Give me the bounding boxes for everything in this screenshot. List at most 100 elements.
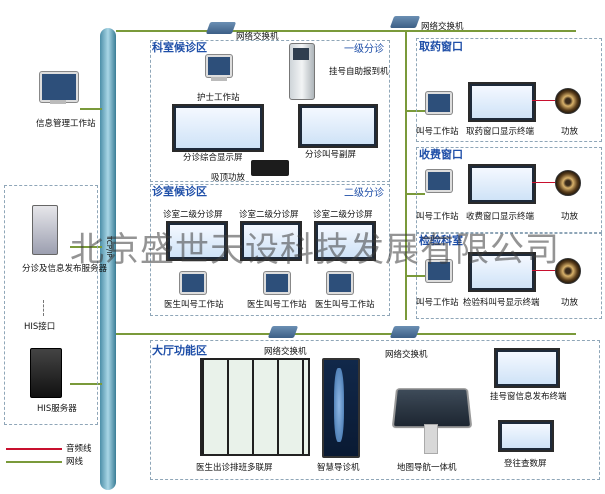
lab-terminal-label: 检验科叫号显示终端 (463, 298, 540, 308)
cashier-terminal-label: 收费窗口显示终端 (466, 212, 535, 222)
body-figure-icon (334, 368, 344, 442)
his-interface-label: HIS接口 (24, 322, 56, 332)
cashier-title: 收费窗口 (419, 148, 463, 161)
clinic-screen-label: 诊室二级分诊屏 (163, 210, 223, 220)
switch-top-right-label: 网络交换机 (421, 22, 464, 32)
network-switch-icon (205, 22, 237, 34)
audio-line (532, 182, 555, 183)
speaker-icon (555, 258, 581, 284)
server-icon (32, 205, 58, 255)
amplifier-icon (251, 160, 289, 176)
doctor-computer-icon (264, 272, 290, 294)
net-line-left-his (70, 383, 102, 385)
clinic-zone-title: 诊室候诊区 (152, 185, 207, 198)
legend-net-line (6, 461, 62, 463)
lab-computer-icon (426, 260, 452, 282)
hall-zone-title: 大厅功能区 (152, 344, 207, 357)
clinic-screen-icon (314, 221, 376, 261)
computer-icon (40, 72, 78, 102)
left-zone (4, 185, 98, 425)
doctor-station-label: 医生叫号工作站 (247, 300, 307, 310)
doctor-computer-icon (327, 272, 353, 294)
net-line-cashier (405, 193, 425, 195)
waiting-query-icon (498, 420, 554, 452)
nurse-station-label: 护士工作站 (197, 93, 240, 103)
legend-audio-line (6, 448, 62, 450)
schedule-multiscreen-icon (200, 358, 310, 456)
legend-audio-label: 音频线 (66, 444, 92, 454)
net-line-pharmacy (405, 110, 425, 112)
lab-title: 检验科室 (419, 234, 463, 247)
doctor-station-label: 医生叫号工作站 (315, 300, 375, 310)
clinic-screen-icon (240, 221, 302, 261)
pharmacy-station-label: 叫号工作站 (416, 127, 459, 137)
lab-station-label: 叫号工作站 (416, 298, 459, 308)
company-watermark: 北京盛世天设科技发展有限公司 (70, 230, 560, 270)
hall-zone (150, 340, 600, 480)
waiting-zone (150, 40, 390, 182)
pharmacy-terminal-icon (468, 82, 536, 122)
speaker-icon (555, 88, 581, 114)
pharmacy-title: 取药窗口 (419, 40, 463, 53)
computer-base-icon (211, 77, 227, 81)
computer-base-icon (50, 100, 66, 104)
cashier-amp-label: 功放 (561, 212, 579, 222)
lab-zone (416, 233, 602, 319)
his-interface-arrow (43, 300, 45, 316)
doctor-station-label: 医生叫号工作站 (164, 300, 224, 310)
cashier-zone (416, 147, 602, 233)
clinic-screen-label: 诊室二级分诊屏 (239, 210, 299, 220)
map-kiosk-stand-icon (424, 424, 438, 454)
network-switch-icon (389, 326, 421, 338)
clinic-screen-label: 诊室二级分诊屏 (313, 210, 373, 220)
pharmacy-amp-label: 功放 (561, 127, 579, 137)
amplifier-label: 吸顶功放 (211, 173, 246, 183)
pharmacy-zone (416, 38, 602, 142)
schedule-screen-label: 医生出诊排班多联屏 (196, 463, 273, 473)
kiosk-screen-icon (293, 48, 309, 60)
his-server-icon (30, 348, 62, 398)
legend-net-label: 网线 (66, 457, 84, 467)
clinic-zone-level: 二级分诊 (344, 188, 384, 199)
switch-bottom-right-label: 网络交换机 (385, 350, 428, 360)
lab-terminal-icon (468, 252, 536, 292)
lab-amp-label: 功放 (561, 298, 579, 308)
map-kiosk-icon (391, 388, 473, 429)
secondary-screen-label: 分诊叫号副屏 (305, 150, 357, 160)
secondary-screen-icon (298, 104, 378, 148)
pharmacy-computer-icon (426, 92, 452, 114)
waiting-zone-title: 科室候诊区 (152, 41, 207, 54)
registration-info-label: 挂号窗信息发布终端 (490, 392, 567, 402)
net-line-lab (405, 275, 425, 277)
net-line-top (116, 30, 576, 32)
clinic-screen-icon (166, 221, 228, 261)
net-line-left-info (80, 108, 102, 110)
network-switch-icon (267, 326, 299, 338)
waiting-zone-level: 一级分诊 (344, 44, 384, 55)
audio-line (532, 270, 555, 271)
net-line-left-server (70, 246, 102, 248)
trunk-pillar (100, 28, 116, 490)
nurse-computer-icon (206, 55, 232, 77)
network-switch-icon (389, 16, 421, 28)
switch-bottom-center-label: 网络交换机 (264, 347, 307, 357)
doctor-computer-icon (180, 272, 206, 294)
publish-server-label: 分诊及信息发布服务器 (22, 264, 108, 274)
switch-top-center-label: 网络交换机 (236, 32, 279, 42)
audio-line (532, 100, 555, 101)
clinic-zone (150, 184, 390, 316)
combined-screen-label: 分诊综合显示屏 (183, 153, 243, 163)
speaker-icon (555, 170, 581, 196)
cashier-station-label: 叫号工作站 (416, 212, 459, 222)
combined-screen-icon (172, 104, 264, 152)
registration-info-icon (494, 348, 560, 388)
waiting-query-label: 登往查数屏 (504, 459, 547, 469)
net-line-right-vertical (405, 30, 407, 320)
pharmacy-terminal-label: 取药窗口显示终端 (466, 127, 535, 137)
his-server-label: HIS服务器 (37, 404, 77, 414)
map-kiosk-label: 地图导航一体机 (397, 463, 457, 473)
cashier-computer-icon (426, 170, 452, 192)
smart-guide-label: 智慧导诊机 (317, 463, 360, 473)
info-workstation-label: 信息管理工作站 (36, 119, 96, 129)
